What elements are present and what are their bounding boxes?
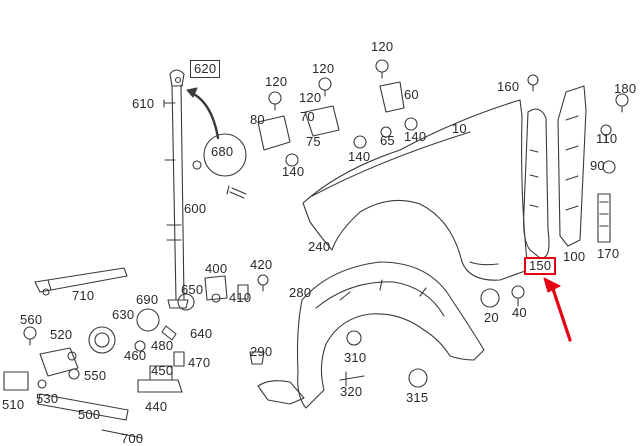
curved-arrow bbox=[186, 87, 220, 140]
label-550: 550 bbox=[84, 368, 107, 383]
fender-bracket-150 bbox=[523, 108, 550, 259]
support-rod-600 bbox=[163, 69, 189, 309]
label-530: 530 bbox=[36, 391, 59, 406]
label-80: 80 bbox=[250, 112, 265, 127]
label-120-b: 120 bbox=[312, 61, 335, 76]
label-140-a: 140 bbox=[404, 129, 427, 144]
label-620: 620 bbox=[190, 60, 221, 78]
label-520: 520 bbox=[50, 327, 73, 342]
label-630: 630 bbox=[112, 307, 135, 322]
label-110: 110 bbox=[596, 131, 618, 146]
label-560: 560 bbox=[20, 312, 43, 327]
label-640: 640 bbox=[190, 326, 213, 341]
label-70: 70 bbox=[300, 109, 315, 124]
label-710: 710 bbox=[72, 288, 95, 303]
part-170 bbox=[597, 193, 611, 243]
label-90: 90 bbox=[590, 158, 605, 173]
fender-bracket-100 bbox=[557, 85, 587, 247]
label-315: 315 bbox=[406, 390, 429, 405]
label-320: 320 bbox=[340, 384, 363, 399]
label-500: 500 bbox=[78, 407, 101, 422]
label-10: 10 bbox=[452, 121, 467, 136]
label-75: 75 bbox=[306, 134, 321, 149]
label-120-a: 120 bbox=[371, 39, 394, 54]
label-410: 410 bbox=[229, 290, 252, 305]
part-710 bbox=[34, 267, 128, 296]
label-290: 290 bbox=[250, 344, 273, 359]
label-140-b: 140 bbox=[348, 149, 371, 164]
label-600: 600 bbox=[184, 201, 207, 216]
label-280: 280 bbox=[289, 285, 312, 300]
label-440: 440 bbox=[145, 399, 168, 414]
fasteners bbox=[3, 59, 629, 439]
label-180: 180 bbox=[614, 81, 637, 96]
label-60: 60 bbox=[404, 87, 419, 102]
label-610: 610 bbox=[132, 96, 155, 111]
part-290 bbox=[257, 380, 305, 405]
label-470: 470 bbox=[188, 355, 211, 370]
label-65: 65 bbox=[380, 133, 395, 148]
highlight-arrow bbox=[543, 277, 572, 342]
label-150-highlighted: 150 bbox=[524, 257, 557, 275]
label-690: 690 bbox=[136, 292, 159, 307]
label-140-c: 140 bbox=[282, 164, 305, 179]
label-420: 420 bbox=[250, 257, 273, 272]
label-40: 40 bbox=[512, 305, 527, 320]
label-310: 310 bbox=[344, 350, 367, 365]
label-650: 650 bbox=[181, 282, 204, 297]
label-240: 240 bbox=[308, 239, 331, 254]
label-460: 460 bbox=[124, 348, 147, 363]
label-120-c: 120 bbox=[265, 74, 288, 89]
wheel-liner-280 bbox=[296, 261, 485, 409]
label-700: 700 bbox=[121, 431, 144, 446]
fender-10 bbox=[302, 99, 529, 281]
label-480: 480 bbox=[151, 338, 174, 353]
label-400: 400 bbox=[205, 261, 228, 276]
label-120-d: 120 bbox=[299, 90, 322, 105]
label-100: 100 bbox=[563, 249, 586, 264]
label-20: 20 bbox=[484, 310, 499, 325]
label-170: 170 bbox=[597, 246, 620, 261]
label-680: 680 bbox=[211, 144, 234, 159]
label-510: 510 bbox=[2, 397, 25, 412]
label-450: 450 bbox=[151, 363, 174, 378]
label-160: 160 bbox=[497, 79, 520, 94]
part-680 bbox=[192, 133, 247, 199]
